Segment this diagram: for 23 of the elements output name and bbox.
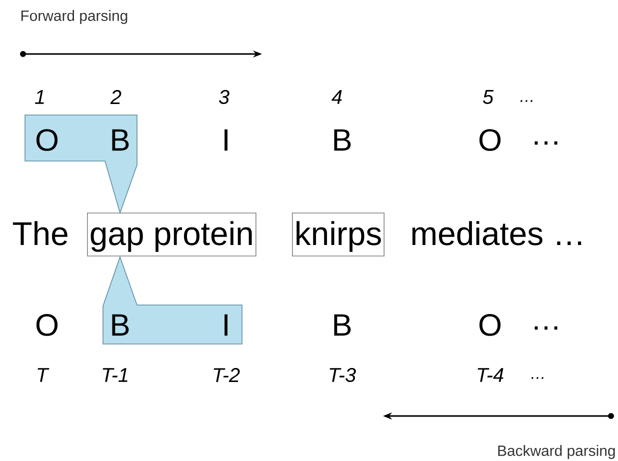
ellipsis: … [531, 377, 544, 379]
term-box: knirps [292, 212, 384, 256]
step-number: T [38, 368, 50, 382]
tag-letter: … [534, 141, 558, 145]
sentence-word: The [12, 221, 68, 246]
term-box: gap protein [87, 212, 256, 256]
parsing-label: Backward parsing [498, 445, 615, 459]
tag-letter: … [534, 326, 558, 330]
step-number: T-3 [330, 368, 356, 382]
tag-letter: B [334, 314, 351, 336]
step-number: 5 [482, 90, 494, 104]
tag-letter: B [334, 129, 351, 151]
step-number: T-1 [102, 368, 128, 382]
step-number: T-2 [214, 368, 240, 382]
tag-letter: O [479, 314, 501, 336]
step-number: 3 [218, 90, 230, 104]
step-number: T-4 [478, 368, 504, 382]
tag-letter: I [224, 129, 228, 151]
tag-letter: O [36, 314, 58, 336]
ellipsis: … [520, 100, 532, 102]
parsing-label: Forward parsing [21, 10, 128, 24]
step-number: 4 [332, 90, 342, 104]
tag-letter: O [479, 129, 501, 151]
